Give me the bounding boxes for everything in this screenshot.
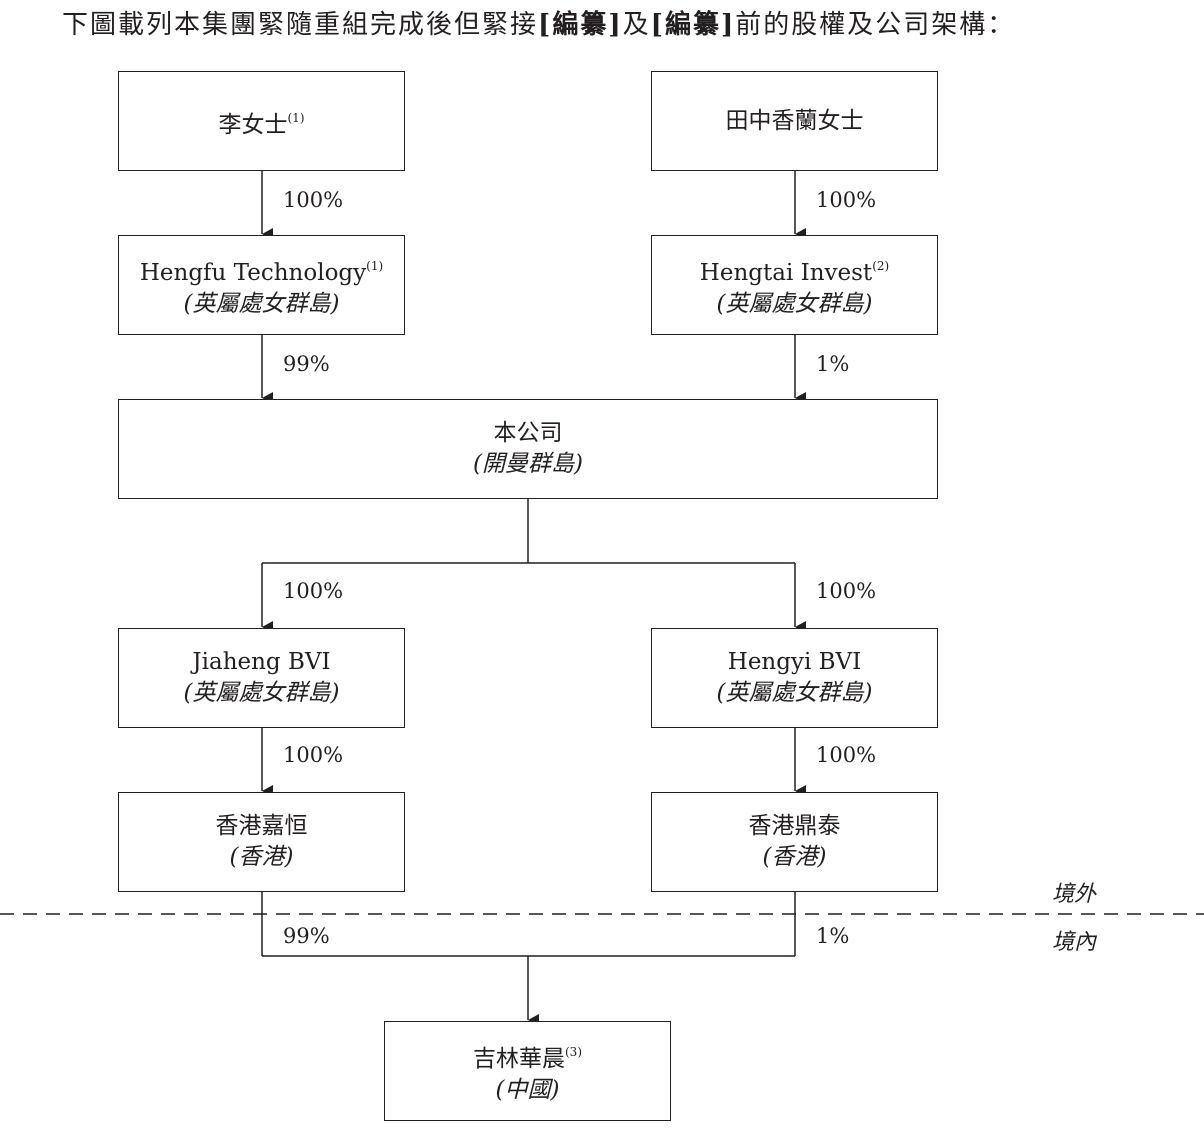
pct-tanaka-hengtai: 100%: [816, 188, 877, 212]
pct-li-hengfu: 100%: [283, 188, 344, 212]
entity-name: Jiaheng BVI: [192, 649, 331, 675]
footnote-marker: (3): [565, 1044, 582, 1059]
redacted-marker-1: [編纂]: [538, 10, 623, 40]
entity-box-hk-dingtai: 香港鼎泰 (香港): [651, 792, 938, 892]
pct-jiaheng-hkjiaheng: 100%: [283, 743, 344, 767]
entity-name: 香港鼎泰: [748, 813, 841, 839]
entity-name: 本公司: [493, 420, 563, 446]
entity-jurisdiction: (香港): [229, 844, 294, 870]
pct-hkdingtai-jilin: 1%: [816, 924, 850, 948]
entity-jurisdiction: (英屬處女群島): [716, 680, 873, 706]
entity-name: 田中香蘭女士: [725, 108, 864, 134]
entity-box-hengtai-invest: Hengtai Invest(2) (英屬處女群島): [651, 235, 938, 335]
entity-box-jilin-huachen: 吉林華晨(3) (中國): [384, 1021, 671, 1121]
entity-box-hk-jiaheng: 香港嘉恒 (香港): [118, 792, 405, 892]
pct-hengtai-company: 1%: [816, 352, 850, 376]
intro-text-1: 下圖載列本集團緊隨重組完成後但緊接: [62, 10, 539, 40]
pct-hkjiaheng-jilin: 99%: [283, 924, 330, 948]
entity-jurisdiction: (英屬處女群島): [716, 290, 873, 317]
footnote-marker: (1): [366, 258, 384, 273]
intro-text-3: 前的股權及公司架構：: [735, 10, 1016, 40]
redacted-marker-2: [編纂]: [650, 10, 736, 40]
entity-jurisdiction: (香港): [762, 844, 827, 870]
entity-jurisdiction: (開曼群島): [473, 451, 583, 477]
entity-jurisdiction: (英屬處女群島): [183, 680, 340, 706]
pct-hengyi-hkdingtai: 100%: [816, 743, 877, 767]
zone-label-onshore: 境內: [1052, 930, 1097, 955]
intro-sentence: 下圖載列本集團緊隨重組完成後但緊接[編纂]及[編纂]前的股權及公司架構：: [62, 4, 1015, 41]
entity-box-tanaka: 田中香蘭女士: [651, 71, 938, 171]
footnote-marker: (1): [287, 110, 305, 125]
entity-name: Hengyi BVI: [727, 649, 862, 675]
entity-name: Hengtai Invest: [699, 259, 873, 286]
entity-box-company: 本公司 (開曼群島): [118, 399, 938, 499]
entity-box-ms-li: 李女士(1): [118, 71, 405, 171]
pct-company-jiaheng: 100%: [283, 579, 344, 603]
entity-box-hengyi-bvi: Hengyi BVI (英屬處女群島): [651, 628, 938, 728]
footnote-marker: (2): [872, 258, 890, 273]
entity-jurisdiction: (中國): [495, 1076, 560, 1103]
entity-name: 李女士: [218, 111, 288, 138]
entity-name: 香港嘉恒: [215, 813, 308, 839]
zone-label-offshore: 境外: [1052, 882, 1097, 907]
entity-name: Hengfu Technology: [139, 259, 367, 286]
entity-jurisdiction: (英屬處女群島): [183, 290, 340, 317]
entity-name: 吉林華晨: [473, 1045, 565, 1072]
intro-text-2: 及: [622, 10, 651, 40]
pct-company-hengyi: 100%: [816, 579, 877, 603]
entity-box-jiaheng-bvi: Jiaheng BVI (英屬處女群島): [118, 628, 405, 728]
entity-box-hengfu-technology: Hengfu Technology(1) (英屬處女群島): [118, 235, 405, 335]
pct-hengfu-company: 99%: [283, 352, 330, 376]
